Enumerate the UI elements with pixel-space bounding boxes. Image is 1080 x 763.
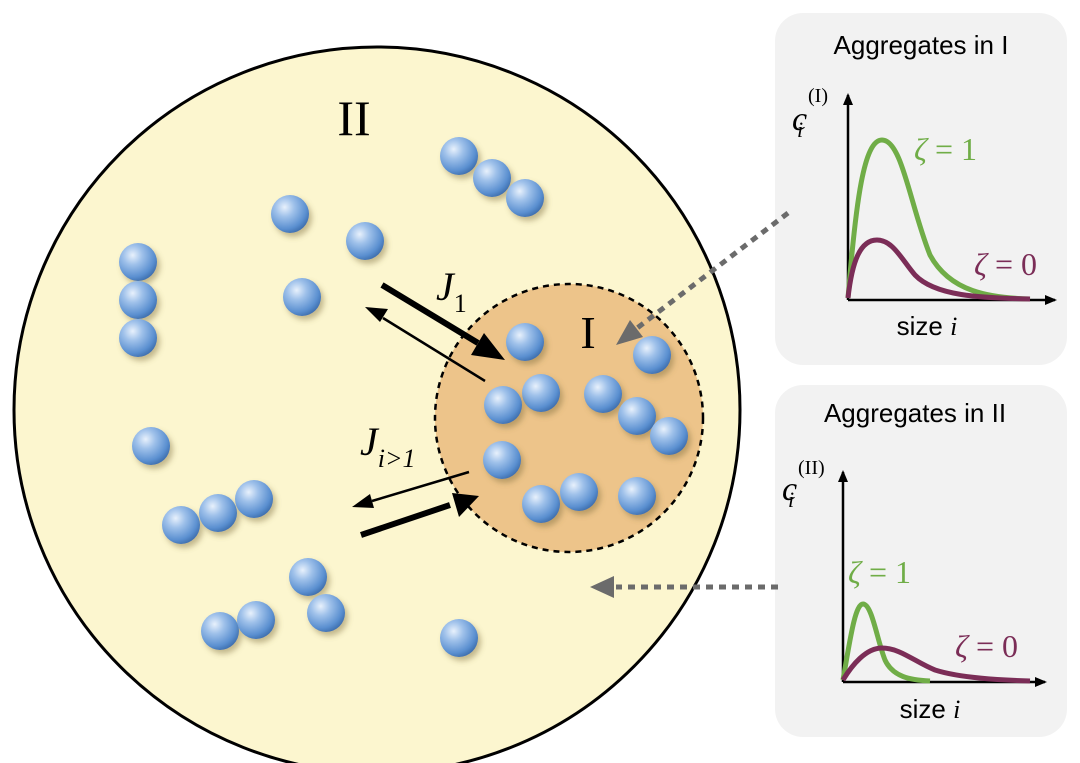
panel-ii-y-sub: i (788, 487, 794, 512)
particle (618, 397, 656, 435)
panel-i-x-label: size i (897, 311, 958, 341)
particle (119, 281, 157, 319)
particle (506, 179, 544, 217)
panel-i-title: Aggregates in I (834, 30, 1009, 60)
particle (584, 375, 622, 413)
particle (307, 594, 345, 632)
flux-j1-arrows (365, 282, 505, 383)
particles (119, 137, 688, 657)
particle (522, 374, 560, 412)
j1-efflux-head (365, 307, 388, 322)
particle (283, 278, 321, 316)
pointer-arrow-to-region-ii-head (590, 576, 614, 598)
panel-aggregates-in-i: Aggregates in I c i (I) ζ = 1 ζ = 0 size… (775, 13, 1067, 365)
region-i-circle (433, 282, 705, 554)
region-i-label: I (580, 307, 595, 358)
panel-ii-curve-label-1: ζ = 1 (848, 554, 911, 590)
panel-ii-background (775, 385, 1067, 737)
particle (522, 485, 560, 523)
particle (440, 137, 478, 175)
panel-ii-title: Aggregates in II (824, 398, 1006, 428)
flux-ji-arrows (352, 470, 479, 538)
panel-i-y-label: c (792, 101, 807, 138)
ji-influx-head (452, 493, 479, 517)
j1-influx-arrow (380, 282, 480, 346)
particle (473, 159, 511, 197)
panel-i-curve-label-1: ζ = 1 (914, 131, 977, 167)
ji-efflux-head (352, 494, 374, 508)
pointer-arrow-to-region-i-head (616, 320, 643, 345)
particle (483, 441, 521, 479)
panel-ii-y-sup: (II) (798, 457, 825, 479)
region-ii-label: II (337, 90, 370, 146)
panel-ii-curve-zeta-1 (840, 601, 931, 684)
pointer-arrow-to-region-i (630, 211, 790, 334)
panel-ii-y-label: c (782, 471, 797, 508)
particle (633, 336, 671, 374)
panel-i-y-sup: (I) (808, 85, 828, 107)
panel-i-curve-label-0: ζ = 0 (974, 246, 1037, 282)
particle (132, 427, 170, 465)
particle (484, 386, 522, 424)
flux-j1-label: J1 (436, 264, 467, 318)
particle (201, 612, 239, 650)
panel-ii-curve-label-0: ζ = 0 (955, 628, 1018, 664)
ji-efflux-arrow (371, 470, 470, 503)
particle (346, 222, 384, 260)
particle (506, 323, 544, 361)
particle (199, 494, 237, 532)
particle (271, 195, 309, 233)
particle (650, 417, 688, 455)
particle (119, 243, 157, 281)
particle (289, 558, 327, 596)
region-ii-circle (12, 45, 742, 763)
particle (235, 480, 273, 518)
ji-influx-arrow (360, 502, 451, 538)
panel-ii-curve-zeta-0 (840, 645, 1031, 684)
particle (560, 473, 598, 511)
particle (162, 506, 200, 544)
particle (237, 601, 275, 639)
particle (440, 619, 478, 657)
panel-ii-x-label: size i (900, 694, 961, 724)
panel-i-y-sub: i (797, 117, 803, 142)
panel-i-curve-zeta-0 (845, 237, 1031, 302)
j1-efflux-arrow (382, 316, 486, 383)
j1-influx-head (471, 333, 505, 360)
panel-i-curve-zeta-1 (845, 137, 1031, 302)
particle (119, 319, 157, 357)
panel-aggregates-in-ii: Aggregates in II c i (II) ζ = 1 ζ = 0 si… (775, 385, 1067, 737)
particle (618, 477, 656, 515)
flux-ji-label: Ji>1 (360, 419, 416, 473)
